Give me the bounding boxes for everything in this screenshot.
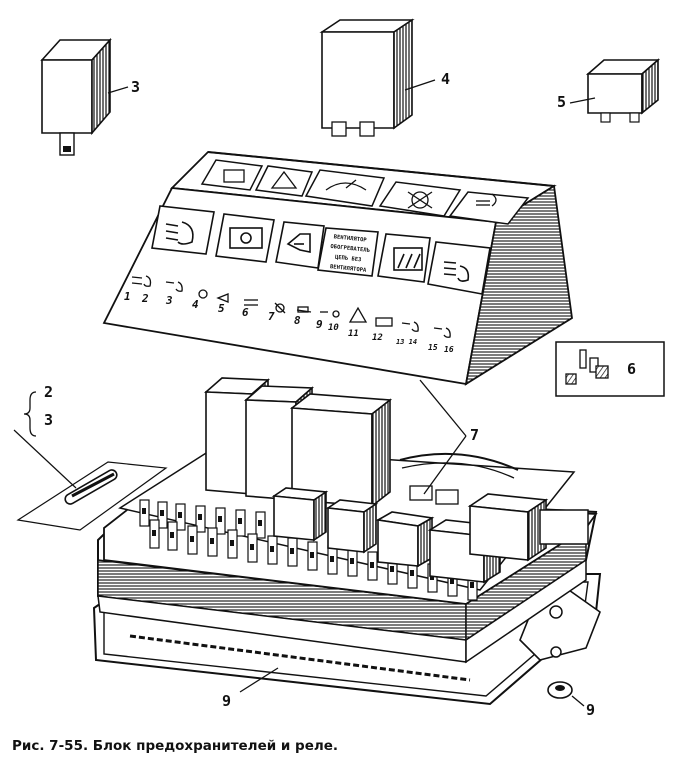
callout-relay-large: 4 (441, 70, 451, 88)
cover-fuse-icons (131, 275, 451, 338)
fuse-number-4: 4 (192, 298, 199, 311)
callout-fuse-2: 2 (44, 383, 54, 401)
callout-relay-small-right: 5 (557, 93, 567, 111)
relay-small-left (40, 37, 129, 156)
cover-symbol-glyphs-top (223, 169, 497, 209)
figure-caption: Рис. 7-55. Блок предохранителей и реле. (12, 738, 339, 754)
fuse-number-10: 10 (328, 323, 339, 333)
base-block (92, 377, 602, 706)
cover-fuse-numbers: 1 2 3 4 5 6 7 8 9 10 11 12 13 14 15 16 (124, 290, 454, 354)
cover-symbols-middle-row (151, 205, 491, 295)
fuse-terminal-slots (142, 508, 474, 588)
callout-nut: 9 (586, 701, 596, 719)
cover (102, 151, 573, 386)
fuse-number-7: 7 (268, 310, 275, 323)
relay-small-right (569, 58, 661, 123)
relay-large (319, 18, 436, 137)
cover-text-line-2: ОБОГРЕВАТЕЛЬ (330, 244, 370, 254)
callout-fuse-3: 3 (44, 411, 54, 429)
callout-connector-inset: 6 (627, 360, 637, 378)
fuse-number-13-14: 13 14 (396, 338, 417, 346)
fuse-card (13, 391, 168, 531)
fuse-number-16: 16 (444, 345, 454, 354)
fuse-number-8: 8 (294, 314, 301, 327)
cover-text-line-1: ВЕНТИЛЯТОР (333, 234, 367, 244)
fuse-number-15: 15 (428, 343, 438, 352)
fuse-number-5: 5 (218, 302, 225, 315)
connector-inset (555, 341, 665, 397)
fuse-number-3: 3 (165, 294, 173, 307)
cover-text-line-3: ЦЕПЬ БЕЗ (335, 255, 362, 264)
fuse-number-6: 6 (242, 306, 249, 319)
callout-relay-small-left: 3 (131, 78, 141, 96)
fuse-number-9: 9 (316, 318, 323, 331)
cover-text-line-4: ВЕНТИЛЯТОРА (330, 264, 368, 274)
cover-symbols-top-row (200, 159, 530, 225)
callout-gasket: 9 (222, 692, 232, 710)
fuse-number-2: 2 (141, 292, 149, 305)
fuse-number-1: 1 (124, 290, 131, 303)
leader-lines (239, 379, 585, 707)
callout-cover: 7 (470, 426, 480, 444)
fuse-number-12: 12 (372, 333, 383, 343)
cover-symbol-glyphs-middle (165, 221, 470, 282)
cover-text-panel: ВЕНТИЛЯТОР ОБОГРЕВАТЕЛЬ ЦЕПЬ БЕЗ ВЕНТИЛЯ… (330, 234, 371, 274)
fuse-number-11: 11 (348, 329, 359, 339)
